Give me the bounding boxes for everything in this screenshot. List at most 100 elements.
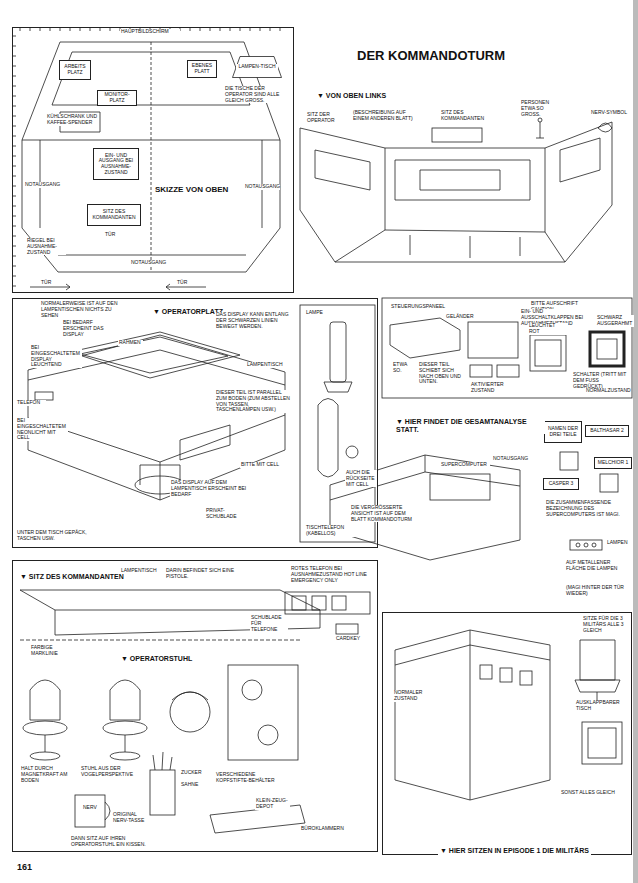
- operator-chairs: [125, 735, 126, 752]
- annotation: TELEFON: [16, 400, 46, 406]
- operator-chairs: [153, 752, 172, 770]
- annotation: STEUERUNGSPANEEL: [390, 304, 447, 310]
- annotation: PERSONEN ETWA SO GROSS.: [520, 100, 565, 117]
- military-seats: [520, 671, 532, 685]
- annotation: BITTE MIT CELL: [240, 462, 280, 468]
- tower-perspective: [300, 122, 612, 262]
- annotation: GELÄNDER: [445, 314, 475, 320]
- annotation: DIE TISCHE DER OPERATOR SIND ALLE GLEICH…: [224, 86, 284, 103]
- control-panel-sketch: [390, 318, 460, 358]
- operator-chairs: [103, 721, 147, 735]
- section-heading: ▼ OPERATORSTUHL: [120, 655, 200, 663]
- lamp-and-phone-box: [318, 399, 338, 478]
- box-label: EIN- UND AUSGANG BEI AUSNAHME-ZUSTAND: [95, 153, 137, 176]
- annotation: CARDKEY: [335, 636, 365, 642]
- control-panel-sketch: [530, 335, 566, 371]
- annotation: NORMALER ZUSTAND: [393, 690, 423, 702]
- operator-chairs: [30, 680, 60, 720]
- tower-perspective: [432, 128, 482, 142]
- annotation: TÜR: [176, 280, 196, 286]
- annotation: TISCHTELEFON (KABELLOS): [305, 525, 370, 537]
- operator-desk: [70, 332, 240, 378]
- table-trapezoid: LAMPEN-TISCH: [232, 56, 282, 78]
- annotation: NOTAUSGANG: [244, 184, 280, 190]
- top-view-plan: [151, 42, 152, 272]
- annotation: DIE ZUSAMMENFASSENDE BEZEICHNUNG DES SUP…: [545, 500, 630, 517]
- commander-desk: [20, 590, 370, 640]
- commander-desk: [285, 592, 370, 614]
- analysis-console: [584, 543, 588, 547]
- tower-perspective: [538, 118, 542, 122]
- annotation: SITZ DES KOMMANDANTEN: [440, 110, 490, 122]
- tower-perspective: [315, 138, 600, 190]
- annotation: SCHUBLADE FÜR TELEFONE: [250, 615, 288, 632]
- annotation: ROTES TELEFON BEI AUSNAHMEZUSTAND HOT LI…: [290, 566, 374, 583]
- annotation: SITZ DER OPERATOR: [306, 112, 350, 124]
- computer-box: BALTHASAR 2: [585, 425, 629, 437]
- annotation: FARBIGE MARKLINIE: [30, 645, 70, 657]
- trapezoid-outline: [233, 57, 282, 78]
- operator-chairs: [30, 752, 60, 760]
- operator-chairs: [110, 680, 140, 720]
- annotation: SONST ALLES GLEICH: [560, 790, 620, 796]
- box-label: CASPER 3: [549, 481, 574, 487]
- note-box: NAMEN DER DREI TEILE: [544, 421, 582, 443]
- operator-desk: [35, 392, 53, 400]
- commander-desk: [332, 596, 346, 610]
- tower-perspective: [536, 122, 544, 138]
- control-panel-sketch: [497, 365, 519, 377]
- section-heading: ▼ HIER FINDET DIE GESAMTANALYSE STATT.: [395, 418, 545, 434]
- operator-chairs: [45, 735, 46, 752]
- box-label: SITZ DES KOMMANDANTEN: [89, 209, 138, 221]
- annotation: NORMALERWEISE IST AUF DEN LAMPENTISCHEN …: [40, 301, 130, 318]
- operator-chairs: [23, 665, 305, 833]
- annotation: DAS DISPLAY AUF DEM LAMPENTISCH ERSCHEIN…: [170, 480, 250, 497]
- lamp-and-phone-box: [346, 446, 358, 458]
- military-seats: [480, 665, 492, 679]
- annotation: BEI EINGESCHALTETEM DISPLAY LEUCHTEND: [30, 345, 82, 368]
- commander-desk: [292, 596, 306, 610]
- annotation: LAMPENTISCH: [120, 568, 160, 574]
- panel-heading: ▼ SITZ DES KOMMANDANTEN: [18, 573, 126, 581]
- military-seats: [395, 630, 550, 800]
- annotation: (MAGI HINTER DER TÜR WIEDER): [565, 585, 630, 597]
- annotation: UNTER DEM TISCH GEPÄCK, TASCHEN USW.: [16, 530, 106, 542]
- annotation: NERV-SYMBOL: [590, 110, 630, 116]
- section-heading: ▼ VON OBEN LINKS: [316, 92, 416, 100]
- panel-heading: ▼ HIER SITZEN IN EPISODE 1 DIE MILITÄRS: [438, 847, 591, 855]
- box-label: MONITOR-PLATZ: [99, 92, 135, 104]
- annotation: ORIGINAL NERV-TASSE: [112, 812, 147, 824]
- control-panel-sketch: [468, 322, 518, 358]
- analysis-console: [600, 474, 618, 492]
- annotation: VERSCHIEDENE KOPFSTIFTE-BEHÄLTER: [215, 772, 285, 784]
- operator-chairs: [110, 752, 140, 760]
- page-edge: [633, 0, 638, 883]
- annotation: BEI EINGESCHALTETEM NEONLICHT MIT CELL: [16, 418, 68, 441]
- control-panel-sketch: [470, 365, 492, 377]
- annotation: DIESER TEIL SCHIEBT SICH NACH OBEN UND U…: [418, 362, 468, 385]
- panel-heading: SKIZZE VON OBEN: [153, 185, 230, 194]
- lamp-and-phone-box: [330, 322, 346, 382]
- area-box: MONITOR-PLATZ: [97, 90, 137, 106]
- annotation: (BESCHREIBUNG AUF EINEM ANDEREN BLATT): [352, 110, 422, 122]
- analysis-console: [330, 455, 520, 500]
- control-panel-sketch: [382, 298, 632, 398]
- annotation: SUPERCOMPUTER: [440, 462, 490, 468]
- annotation: NOTAUSGANG: [492, 456, 532, 462]
- annotation: AKTIVIERTER ZUSTAND: [470, 382, 525, 394]
- operator-chairs: [75, 795, 105, 827]
- operator-chairs: [170, 692, 210, 732]
- annotation: LEUCHTET ROT: [528, 323, 568, 335]
- operator-chairs: [172, 692, 208, 700]
- box-label: ARBEITS PLATZ: [61, 64, 89, 76]
- military-seats: [588, 728, 616, 758]
- box-label: EBENES PLATT: [189, 63, 215, 75]
- ruler-ticks: [12, 27, 280, 286]
- computer-box: CASPER 3: [543, 478, 579, 490]
- sketch-panel: ▼ SITZ DES KOMMANDANTEN: [12, 560, 378, 852]
- analysis-console: [570, 540, 602, 550]
